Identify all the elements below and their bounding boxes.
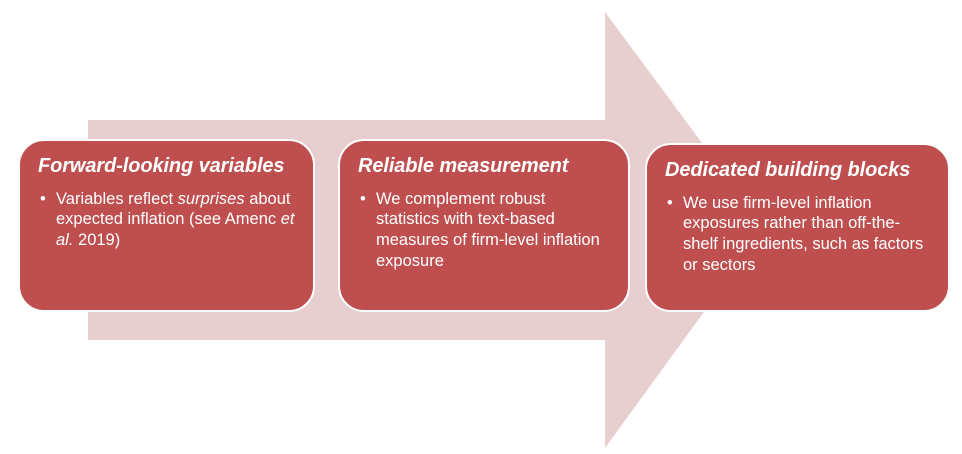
bullet-icon: • bbox=[360, 189, 366, 208]
card-bullet-list: • We complement robust statistics with t… bbox=[358, 189, 612, 272]
card-title: Dedicated building blocks bbox=[665, 159, 911, 181]
process-card-dedicated-building-blocks: Dedicated building blocks • We use firm-… bbox=[645, 143, 950, 312]
process-card-reliable-measurement: Reliable measurement • We complement rob… bbox=[338, 139, 630, 312]
card-bullet-list: • We use firm-level inflation exposures … bbox=[665, 193, 932, 276]
process-card-forward-looking-variables: Forward-looking variables • Variables re… bbox=[18, 139, 315, 312]
card-bullet-list: • Variables reflect surprises about expe… bbox=[38, 189, 297, 251]
list-item: • We use firm-level inflation exposures … bbox=[665, 193, 932, 276]
bullet-icon: • bbox=[667, 193, 673, 212]
card-title: Reliable measurement bbox=[358, 155, 569, 177]
bullet-text: Variables reflect surprises about expect… bbox=[56, 189, 295, 250]
bullet-text: We complement robust statistics with tex… bbox=[376, 189, 600, 270]
list-item: • We complement robust statistics with t… bbox=[358, 189, 612, 272]
list-item: • Variables reflect surprises about expe… bbox=[38, 189, 297, 251]
bullet-text: We use firm-level inflation exposures ra… bbox=[683, 193, 924, 274]
card-title: Forward-looking variables bbox=[38, 155, 285, 177]
bullet-icon: • bbox=[40, 189, 46, 208]
